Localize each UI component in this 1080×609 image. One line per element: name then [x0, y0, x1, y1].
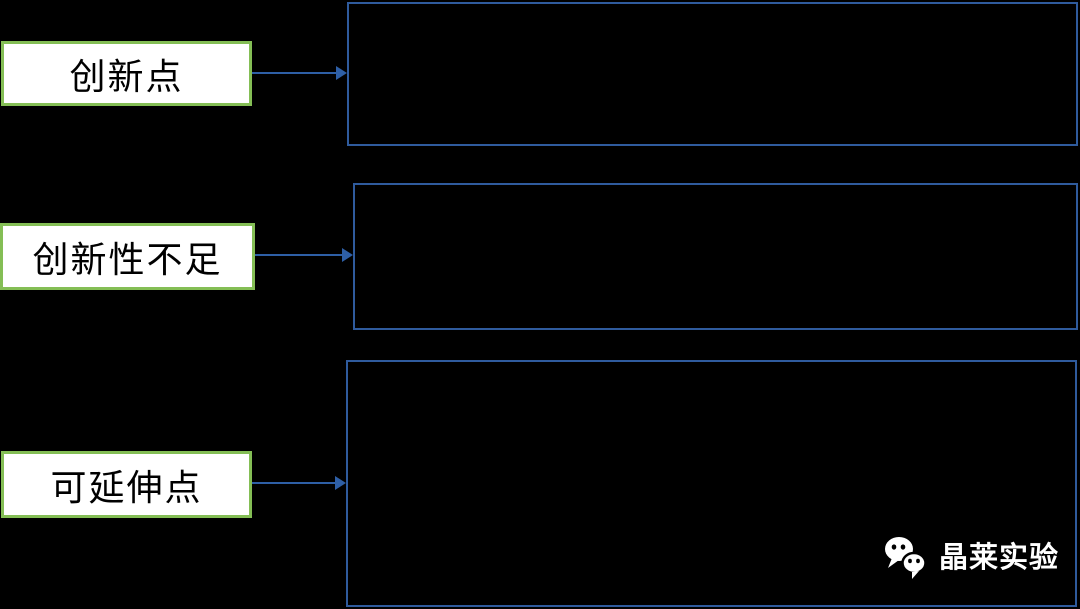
content-panel-extensible-point: [346, 360, 1077, 607]
label-box-insufficient-innovation: 创新性不足: [0, 223, 255, 290]
arrow-connector-1: [252, 66, 347, 80]
watermark: 晶莱实验: [882, 534, 1059, 582]
label-text-insufficient-innovation: 创新性不足: [32, 238, 223, 280]
arrow-connector-3: [252, 476, 346, 490]
label-text-extensible-point: 可延伸点: [50, 466, 203, 508]
wechat-icon: [885, 537, 927, 579]
label-text-innovation-point: 创新点: [69, 55, 184, 97]
content-panel-innovation-point: [347, 2, 1078, 146]
content-panel-insufficient-innovation: [353, 183, 1078, 330]
arrow-connector-2: [255, 248, 353, 262]
label-box-innovation-point: 创新点: [1, 41, 252, 106]
label-box-extensible-point: 可延伸点: [1, 451, 252, 518]
watermark-text: 晶莱实验: [939, 541, 1060, 574]
